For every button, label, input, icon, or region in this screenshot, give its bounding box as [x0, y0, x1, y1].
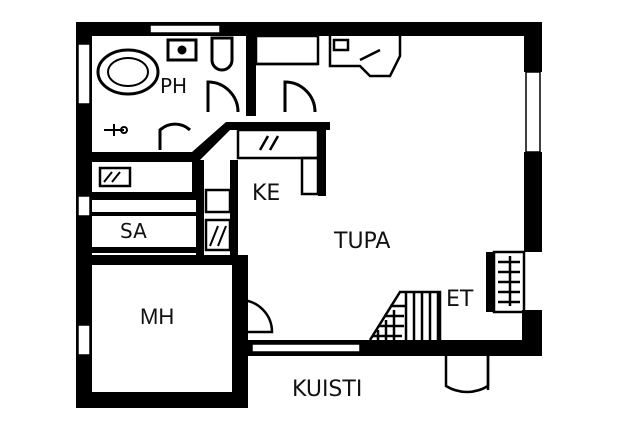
stairs-icon	[368, 290, 442, 341]
sink-icon	[166, 38, 198, 62]
bathroom-fixtures	[96, 36, 317, 188]
toilet-icon	[210, 36, 234, 72]
front-door-icon	[444, 356, 490, 394]
room-label-ke: KE	[252, 181, 280, 206]
entrance-shelf	[492, 250, 526, 314]
room-label-tupa: TUPA	[333, 229, 390, 254]
room-label-mh: MH	[140, 304, 174, 329]
room-label-ph: PH	[160, 74, 187, 98]
utility-fixtures	[254, 34, 402, 78]
windows	[77, 24, 541, 356]
bathtub-icon	[96, 48, 160, 96]
doors	[238, 298, 490, 394]
room-label-sa: SA	[120, 219, 147, 243]
kitchen-fixtures	[204, 128, 320, 252]
room-label-kuisti: KUISTI	[292, 377, 362, 402]
room-label-et: ET	[446, 287, 474, 312]
interior-walls	[92, 36, 494, 312]
mh-door-icon	[238, 298, 274, 334]
